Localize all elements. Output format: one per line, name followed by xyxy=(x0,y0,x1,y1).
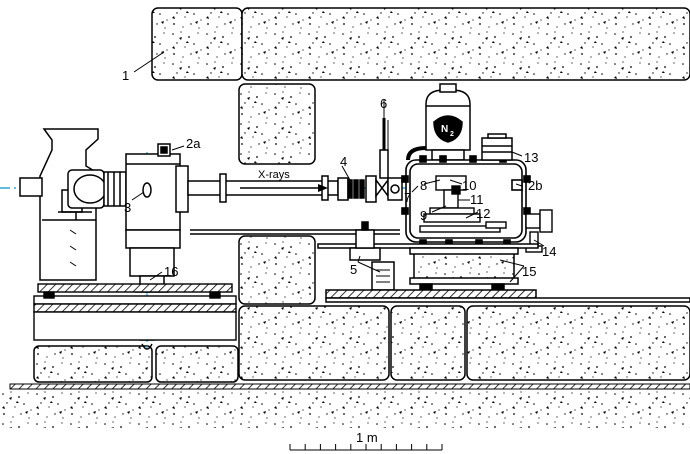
callout-11: 11 xyxy=(470,192,484,207)
scale-label: 1 m xyxy=(356,430,378,445)
callout-leaders xyxy=(131,51,545,283)
callout-1: 1 xyxy=(122,68,129,83)
beam-arrow xyxy=(240,184,328,192)
callout-5: 5 xyxy=(350,262,357,277)
sample-stage xyxy=(419,175,507,233)
callout-3: 3 xyxy=(124,200,131,215)
callout-labels: 1 2a 2b 3 4 5 6 7 8 9 10 11 12 13 14 15 … xyxy=(122,68,556,279)
concrete-ceiling-beam xyxy=(151,7,690,81)
detector-box xyxy=(481,133,513,161)
callout-2a: 2a xyxy=(186,136,201,151)
callout-9: 9 xyxy=(420,208,427,223)
chamber-stand xyxy=(317,221,690,303)
callout-13: 13 xyxy=(524,150,538,165)
tower-base-plates xyxy=(33,283,237,341)
callout-8: 8 xyxy=(420,178,427,193)
beam-pipe-upstream xyxy=(19,169,127,209)
callout-7: 7 xyxy=(404,190,411,205)
callout-10: 10 xyxy=(462,178,476,193)
callout-16: 16 xyxy=(164,264,178,279)
callout-15: 15 xyxy=(522,264,536,279)
callout-14: 14 xyxy=(542,244,556,259)
scale-bar xyxy=(289,444,443,451)
floor-slab xyxy=(0,383,690,428)
callout-6: 6 xyxy=(380,96,387,111)
callout-12: 12 xyxy=(476,206,490,221)
concrete-shield-wall xyxy=(238,83,690,381)
n2-subscript: 2 xyxy=(450,131,454,138)
crystal-tank xyxy=(125,143,189,293)
callout-2b: 2b xyxy=(528,178,542,193)
bellows-slit-assembly xyxy=(337,118,403,203)
side-port-14 xyxy=(525,209,553,253)
beam-label: X-rays xyxy=(258,169,290,181)
nitrogen-dewar xyxy=(406,83,471,161)
n2-label: N xyxy=(441,124,448,135)
concrete-foundation-left xyxy=(33,345,239,383)
callout-4: 4 xyxy=(340,154,347,169)
